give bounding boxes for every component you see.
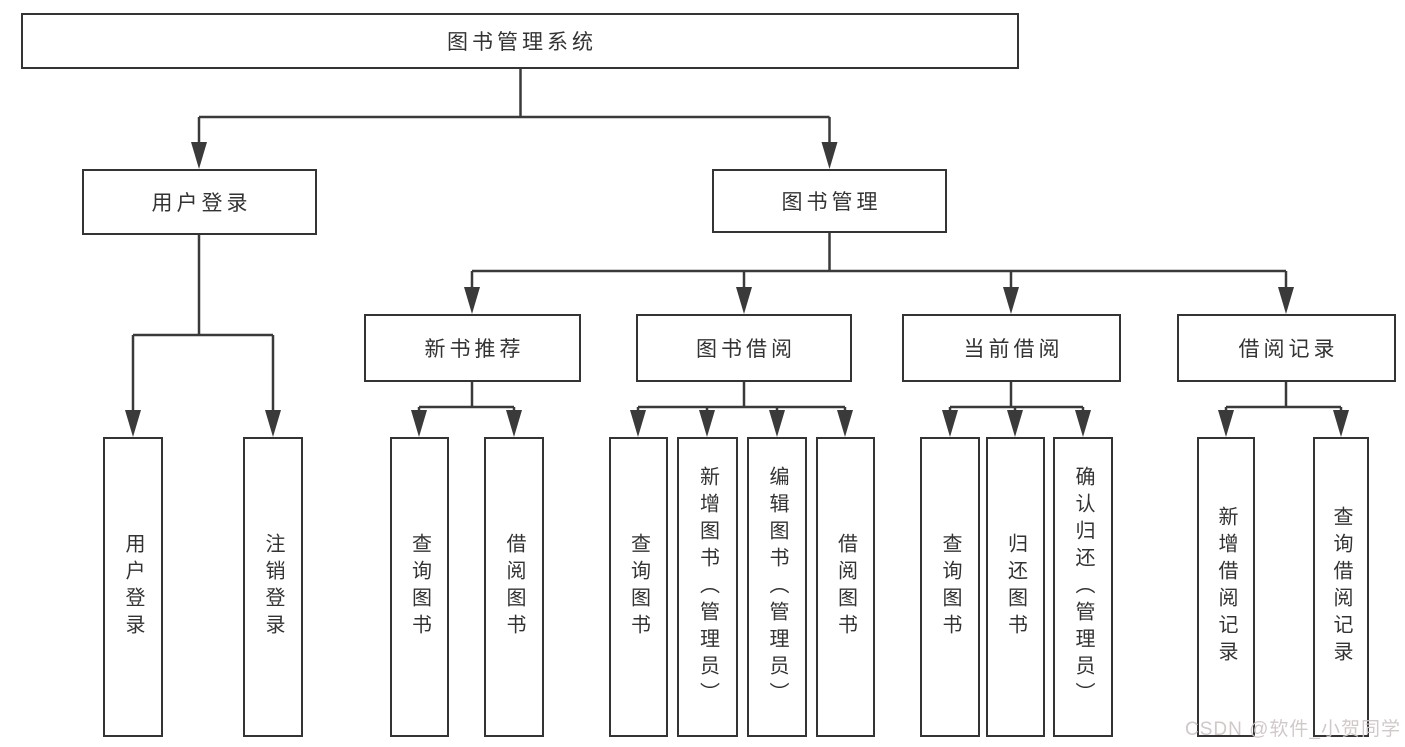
node-label: 新增图书（管理员）	[696, 465, 719, 709]
node-label: 确认归还（管理员）	[1072, 465, 1094, 709]
leaf-query-books-borrowing: 查询图书	[609, 437, 668, 737]
node-current-borrowing: 当前借阅	[902, 314, 1121, 382]
leaf-confirm-return-admin: 确认归还（管理员）	[1053, 437, 1113, 737]
leaf-user-login: 用户登录	[103, 437, 163, 737]
node-label: 借阅图书	[503, 533, 525, 641]
leaf-edit-books-admin: 编辑图书（管理员）	[747, 437, 807, 737]
node-label: 借阅图书	[834, 533, 857, 641]
leaf-logout: 注销登录	[243, 437, 303, 737]
node-label: 当前借阅	[963, 338, 1064, 361]
node-label: 新增借阅记录	[1215, 506, 1237, 668]
leaf-borrow-books-recommend: 借阅图书	[484, 437, 544, 737]
leaf-query-books-recommend: 查询图书	[390, 437, 449, 737]
leaf-add-borrow-record: 新增借阅记录	[1197, 437, 1255, 737]
node-label: 图书管理	[781, 191, 882, 214]
node-user-login: 用户登录	[82, 169, 317, 235]
node-label: 编辑图书（管理员）	[766, 465, 788, 709]
csdn-watermark: CSDN @软件_小贺同学	[1185, 719, 1401, 740]
node-new-book-recommendation: 新书推荐	[364, 314, 581, 382]
node-label: 注销登录	[262, 533, 284, 641]
node-label: 新书推荐	[424, 338, 525, 361]
node-label: 图书借阅	[696, 338, 796, 361]
node-library-management-system: 图书管理系统	[21, 13, 1019, 69]
node-label: 查询图书	[627, 533, 650, 641]
leaf-query-borrow-record: 查询借阅记录	[1313, 437, 1369, 737]
leaf-add-books-admin: 新增图书（管理员）	[677, 437, 738, 737]
node-label: 查询图书	[408, 533, 431, 641]
node-label: 借阅记录	[1238, 338, 1339, 361]
leaf-return-books: 归还图书	[986, 437, 1045, 737]
node-book-borrowing: 图书借阅	[636, 314, 852, 382]
node-label: 归还图书	[1004, 533, 1027, 641]
node-label: 查询图书	[939, 533, 961, 641]
node-label: 用户登录	[122, 533, 144, 641]
node-borrowing-records: 借阅记录	[1177, 314, 1396, 382]
node-label: 用户登录	[151, 192, 252, 215]
node-label: 查询借阅记录	[1330, 506, 1352, 668]
node-label: 图书管理系统	[447, 31, 597, 54]
node-book-management: 图书管理	[712, 169, 947, 233]
leaf-query-books-current: 查询图书	[920, 437, 980, 737]
leaf-borrow-books: 借阅图书	[816, 437, 875, 737]
